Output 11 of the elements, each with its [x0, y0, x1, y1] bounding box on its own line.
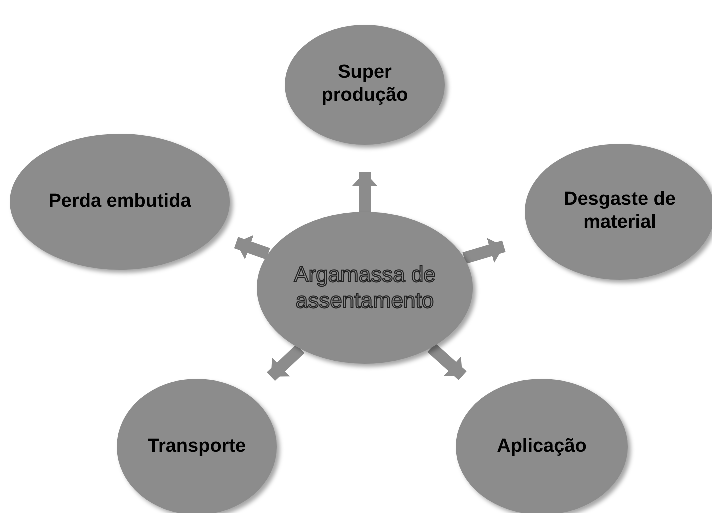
node-label: Aplicação — [497, 436, 587, 458]
block-arrow — [267, 344, 305, 382]
node-label: Desgaste de material — [563, 189, 677, 235]
block-arrow — [462, 238, 506, 264]
block-arrow — [428, 343, 467, 380]
node-label: Super produção — [320, 62, 410, 108]
node-label: Perda embutida — [48, 190, 192, 214]
node-label: Transporte — [148, 436, 246, 458]
block-arrow — [352, 172, 378, 212]
block-arrow — [234, 235, 270, 260]
node-label: Argamassa de assentamento — [292, 262, 437, 314]
